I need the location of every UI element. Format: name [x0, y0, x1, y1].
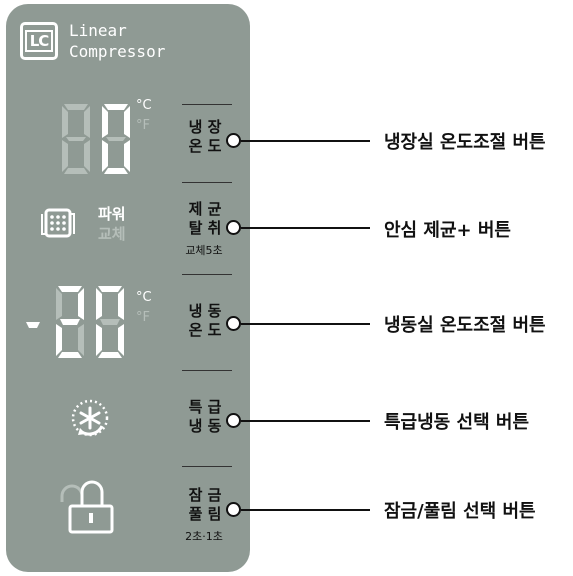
fridge-temperature-display	[62, 104, 130, 174]
power-freeze-button[interactable]	[226, 413, 241, 428]
lc-logo-badge: LC	[25, 30, 53, 52]
sterilize-leader-line	[241, 227, 370, 229]
freezer-temp-button-label: 냉 동 온 도	[180, 302, 230, 340]
fridge-temp-label-line2: 온 도	[188, 137, 222, 155]
freezer-temp-label-line2: 온 도	[188, 321, 222, 339]
separator	[182, 370, 232, 371]
freezer-unit-celsius: °C	[136, 290, 152, 305]
sterilize-button-label: 제 균 탈 취	[180, 200, 230, 238]
power-freeze-leader-line	[241, 420, 370, 422]
separator	[182, 274, 232, 275]
fridge-unit-celsius: °C	[136, 98, 152, 113]
filter-label-replace: 교체	[98, 225, 126, 243]
lock-button-label: 잠 금 풀 림	[180, 486, 230, 524]
filter-label-power: 파워	[98, 205, 126, 223]
sterilize-callout: 안심 제균+ 버튼	[384, 220, 511, 241]
lc-logo: LC	[20, 22, 58, 60]
freezer-temp-leader-line	[241, 323, 370, 325]
lock-callout: 잠금/풀림 선택 버튼	[384, 501, 536, 522]
freezer-temp-button[interactable]	[226, 316, 241, 331]
power-freeze-label-line2: 냉 동	[188, 417, 222, 435]
lock-leader-line	[241, 509, 370, 511]
power-freeze-icon	[71, 399, 109, 437]
freezer-digit-0	[96, 286, 124, 358]
freezer-temp-callout: 냉동실 온도조절 버튼	[384, 315, 546, 336]
freezer-temp-label-line1: 냉 동	[188, 302, 222, 320]
freezer-digit-2	[56, 286, 84, 358]
power-freeze-callout: 특급냉동 선택 버튼	[384, 412, 530, 433]
logo-text: Linear Compressor	[69, 21, 166, 61]
sterilize-button[interactable]	[226, 220, 241, 235]
filter-replace-icon	[41, 208, 75, 238]
fridge-temp-label-line1: 냉 장	[188, 118, 222, 136]
sterilize-label-line1: 제 균	[188, 200, 222, 218]
fridge-digit-1	[62, 104, 90, 174]
freezer-unit-fahrenheit: °F	[136, 310, 150, 325]
lock-hint: 2초·1초	[185, 530, 223, 543]
sterilize-hint: 교체5초	[185, 244, 223, 257]
fridge-temp-callout: 냉장실 온도조절 버튼	[384, 132, 546, 153]
fridge-temp-button[interactable]	[226, 133, 241, 148]
freezer-temperature-display	[26, 286, 124, 358]
lock-label-line2: 풀 림	[188, 505, 222, 523]
power-freeze-label-line1: 특 급	[188, 398, 222, 416]
fridge-temp-button-label: 냉 장 온 도	[180, 118, 230, 156]
separator	[182, 182, 232, 183]
sterilize-label-line2: 탈 취	[188, 219, 222, 237]
control-panel: LC Linear Compressor °C °F	[6, 4, 250, 572]
lock-label-line1: 잠 금	[188, 486, 222, 504]
lock-button[interactable]	[226, 502, 241, 517]
separator	[182, 466, 232, 467]
separator	[182, 104, 232, 105]
filter-label: 파워 교체	[98, 204, 126, 244]
power-freeze-button-label: 특 급 냉 동	[180, 398, 230, 436]
fridge-digit-2	[102, 104, 130, 174]
fridge-temp-leader-line	[241, 140, 370, 142]
fridge-unit-fahrenheit: °F	[136, 118, 150, 133]
lock-icon	[60, 480, 114, 534]
minus-segment	[26, 322, 40, 328]
